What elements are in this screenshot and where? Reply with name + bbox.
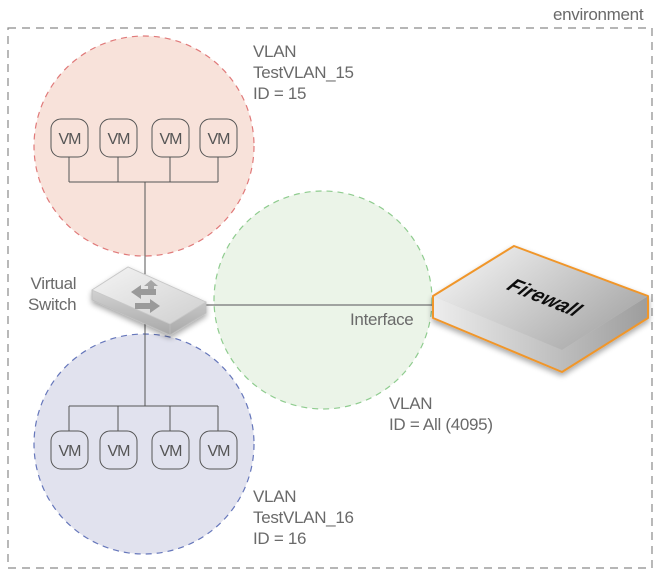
vlan-16-caption: VLAN TestVLAN_16 ID = 16 — [253, 486, 354, 549]
vm-node[interactable]: VM — [99, 430, 138, 470]
vlan-16-vms: VM VM VM VM — [50, 430, 238, 470]
vm-label: VM — [160, 131, 183, 148]
virtual-switch-line1: Virtual — [30, 274, 77, 293]
switch-arrows-icon — [131, 280, 160, 313]
vm-label: VM — [208, 131, 231, 148]
vlan-15-vms: VM VM VM VM — [50, 118, 238, 158]
vm-node[interactable]: VM — [50, 118, 89, 158]
environment-boundary — [7, 27, 653, 569]
vlan-15-name: TestVLAN_15 — [253, 63, 354, 82]
vlan-all-type: VLAN — [389, 394, 433, 413]
vlan-16-bus — [68, 320, 219, 431]
virtual-switch-device[interactable] — [91, 266, 207, 336]
vm-label: VM — [59, 443, 82, 460]
interface-label: Interface — [350, 310, 414, 329]
vlan-15-type: VLAN — [253, 42, 297, 61]
vlan-16-id: ID = 16 — [253, 529, 307, 548]
vlan-all-zone — [213, 190, 433, 410]
virtual-switch-caption: Virtual Switch — [28, 273, 77, 315]
vlan-15-id: ID = 15 — [253, 84, 307, 103]
vm-node[interactable]: VM — [199, 118, 238, 158]
vm-node[interactable]: VM — [151, 118, 190, 158]
vm-label: VM — [208, 443, 231, 460]
vm-node[interactable]: VM — [151, 430, 190, 470]
virtual-switch-line2: Switch — [28, 295, 77, 314]
vlan-16-zone — [33, 333, 255, 555]
vlan-16-name: TestVLAN_16 — [253, 508, 354, 527]
vm-node[interactable]: VM — [50, 430, 89, 470]
vm-label: VM — [160, 443, 183, 460]
vm-node[interactable]: VM — [99, 118, 138, 158]
vm-node[interactable]: VM — [199, 430, 238, 470]
vlan-15-zone — [33, 35, 255, 257]
vm-label: VM — [108, 131, 131, 148]
vm-label: VM — [59, 131, 82, 148]
vm-label: VM — [108, 443, 131, 460]
firewall-device[interactable]: Firewall — [432, 245, 649, 373]
vlan-15-caption: VLAN TestVLAN_15 ID = 15 — [253, 41, 354, 104]
environment-label: environment — [553, 5, 644, 24]
vlan-15-bus — [68, 157, 219, 280]
vlan-16-type: VLAN — [253, 487, 297, 506]
vlan-all-id: ID = All (4095) — [389, 415, 493, 434]
vlan-all-caption: VLAN ID = All (4095) — [389, 393, 493, 435]
